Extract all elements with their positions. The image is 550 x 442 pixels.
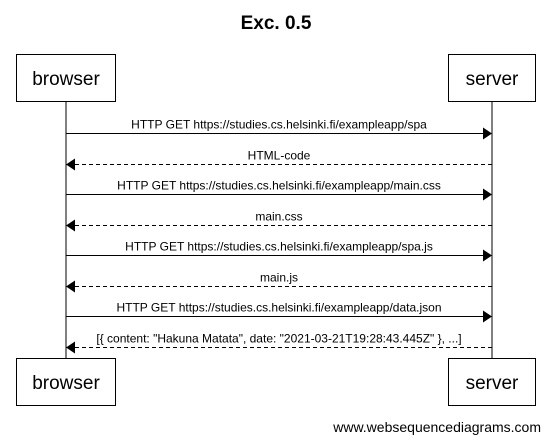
message-arrow-head [483,310,492,323]
message-arrow-head [66,341,75,354]
participant-browser-bottom: browser [16,358,116,406]
message-arrow-head [66,219,75,232]
participant-browser-top: browser [16,54,116,102]
messages: HTTP GET https://studies.cs.helsinki.fi/… [66,118,492,354]
participant-server-top: server [448,54,536,102]
message-8: [{ content: "Hakuna Matata", date: "2021… [66,332,492,354]
message-arrow-head [483,249,492,262]
participant-browser-label-bottom: browser [32,373,100,394]
message-label: HTTP GET https://studies.cs.helsinki.fi/… [116,301,441,315]
diagram-title: Exc. 0.5 [241,13,312,34]
message-label: HTTP GET https://studies.cs.helsinki.fi/… [117,179,441,193]
message-label: HTML-code [248,149,311,163]
message-arrow-head [66,280,75,293]
message-label: [{ content: "Hakuna Matata", date: "2021… [96,332,461,346]
message-label: main.js [260,271,298,285]
message-1: HTTP GET https://studies.cs.helsinki.fi/… [66,118,492,140]
message-label: HTTP GET https://studies.cs.helsinki.fi/… [125,240,433,254]
participant-server-bottom: server [448,358,536,406]
message-3: HTTP GET https://studies.cs.helsinki.fi/… [66,179,492,201]
message-arrow-head [483,127,492,140]
message-2: HTML-code [66,149,492,171]
message-6: main.js [66,271,492,293]
message-arrow-head [66,158,75,171]
participant-server-label-bottom: server [466,373,519,394]
message-label: main.css [255,210,302,224]
participant-browser-label: browser [32,69,100,90]
credit-watermark: www.websequencediagrams.com [332,419,541,435]
message-arrow-head [483,188,492,201]
message-label: HTTP GET https://studies.cs.helsinki.fi/… [131,118,427,132]
message-4: main.css [66,210,492,232]
participant-server-label: server [466,69,519,90]
message-7: HTTP GET https://studies.cs.helsinki.fi/… [66,301,492,323]
message-5: HTTP GET https://studies.cs.helsinki.fi/… [66,240,492,262]
